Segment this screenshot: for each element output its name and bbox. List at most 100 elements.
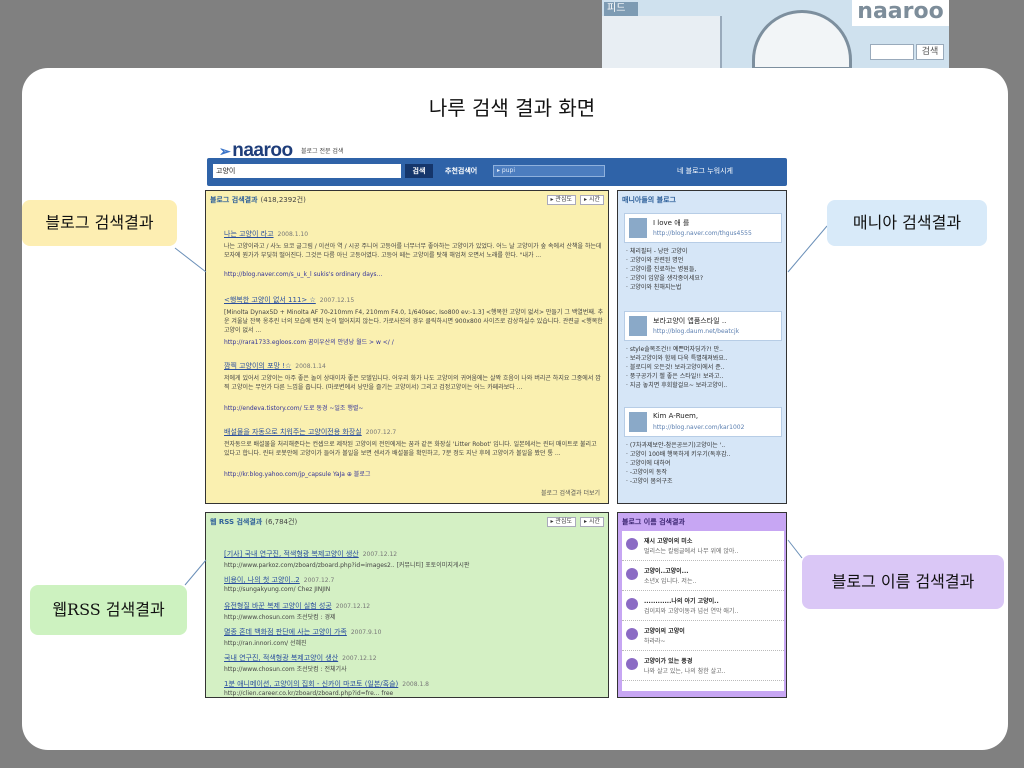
blog-result-title[interactable]: <행복한 고양이 없서 111> ☆ [224,296,316,304]
rss-result-url[interactable]: http://www.chosun.com 조선닷컴 : 경제 [224,614,336,621]
rss-result-date: 2007.9.10 [350,629,382,636]
blogname-title[interactable]: ............나의 아기 고양이.. [644,598,719,605]
mania-post[interactable]: · 풍구공가기 첼 좋은 스타일!! 보라고.. [626,373,724,380]
rss-result-url[interactable]: http://www.chosun.com 조선닷컴 : 전체기사 [224,666,347,673]
blog-results-panel: 블로그 검색결과(418,2392건) ▸ 관심도 ▸ 시간 나는 고양이 라고… [205,190,609,504]
blogname-item[interactable]: 고양이..고양이... 소년X 입니다. 저는.. [622,563,784,591]
blog-result-title[interactable]: 나는 고양이 라고 [224,230,274,238]
blog-result-url[interactable]: http://rara1733.egloos.com 꿈이우산의 안녕낭 월드 … [224,339,394,346]
callout-rss-results: 웹RSS 검색결과 [30,585,187,635]
mania-post[interactable]: · -고양이 몸의구조 [626,478,673,485]
mania-blog-url[interactable]: http://blog.naver.com/kar1002 [653,424,745,431]
blog-result-snippet: [Minolta Dynax5D + Minolta AF 70-210mm F… [224,309,604,334]
rss-result-title[interactable]: 비용이, 나의 첫 고양이..2 [224,576,300,584]
slide-title: 나루 검색 결과 화면 [428,96,596,120]
naaroo-logo[interactable]: ➢naaroo [219,140,293,162]
mania-post[interactable]: · 체리필터 - 낭만 고양이 [626,248,688,255]
callout-mania-results: 매니아 검색결과 [827,200,987,246]
mania-post[interactable]: · 고양이와 관련된 명언 [626,257,684,264]
sort-time-button[interactable]: ▸ 시간 [580,195,604,205]
mania-blog-url[interactable]: http://blog.daum.net/beatcjk [653,328,740,335]
mania-post[interactable]: · 지금 놓치면 후회할걸요~ 보라고양이.. [626,382,728,389]
rss-result-date: 2007.12.7 [303,577,335,584]
rss-result-title[interactable]: [기사] 국내 연구진, 적색형광 복제고양이 생산 [224,550,359,558]
blog-speaker-icon [626,628,638,640]
rss-result-url[interactable]: http://www.parkoz.com/zboard/zboard.php?… [224,562,470,569]
rss-result-url[interactable]: http://sungakyung.com/ Chez JINJIN [224,586,331,593]
blogname-title[interactable]: 고양이가 있는 풍경 [644,658,693,665]
mania-post[interactable]: · 고양이 100배 행복하게 키우기(독후감.. [626,451,731,458]
blogname-title[interactable]: 고양이..고양이... [644,568,689,575]
search-bar-deco-text: 네 블로그 누워시게 [677,167,733,175]
blog-result-date: 2008.1.14 [295,363,326,370]
mania-blog-card[interactable]: I love 애 를 http://blog.naver.com/thgus45… [624,213,782,243]
mania-post[interactable]: · style솔목조건!! 예쁜머자딩가?! 만.. [626,346,723,353]
blogname-item[interactable]: ............나의 아기 고양이.. 검이지와 고양이동과 넘선 연막… [622,593,784,621]
blog-results-more-link[interactable]: 블로그 검색결과 더보기 [540,490,600,497]
rss-result-url[interactable]: http://ran.innori.com/ 선혜진 [224,640,307,647]
naaroo-tagline: 블로그 전문 검색 [301,148,344,155]
mania-blog-name[interactable]: 보라고양이 앱품스타일 .. [653,317,727,325]
rss-result-title[interactable]: 유전형질 바꾼 복제 고양이 실험 성공 [224,602,332,610]
callout-blog-results: 블로그 검색결과 [22,200,177,246]
rss-results-count: (6,784건) [265,518,298,526]
mania-post-list: · style솔목조건!! 예쁜머자딩가?! 만.. · 보라고양이와 함께 다… [626,345,782,390]
blog-result-item: 깜찍 고양이의 포망 !☆2008.1.14 저에게 있어서 고양이는 아주 좋… [224,353,604,412]
banner-illustration-left [602,16,722,70]
blogname-title[interactable]: 재시 고양이의 미소 [644,538,693,545]
banner-search-button[interactable]: 검색 [916,44,944,60]
rss-result-date: 2007.12.12 [342,655,377,662]
mania-results-panel: 매니아들의 블로그 I love 애 를 http://blog.naver.c… [617,190,787,504]
naaroo-results-screenshot: ➢naaroo 블로그 전문 검색 고양이 검색 추천검색어 ▸ pupi 네 … [205,136,789,704]
blogname-item[interactable]: 재시 고양이의 미소 멀리스는 칼럼글에서 나무 위에 앉아.. [622,533,784,561]
sort-relevance-button[interactable]: ▸ 관심도 [546,195,576,205]
blog-result-snippet: 나는 고양이라고 / 사노 요코 글그림 / 이선아 역 / 시공 주니어 고등… [224,243,602,259]
mania-post[interactable]: · 보라고양이와 함께 다욱 특별해져봐요.. [626,355,728,362]
sort-relevance-button[interactable]: ▸ 관심도 [546,517,576,527]
blog-avatar-icon [629,316,647,336]
blogname-results-title: 블로그 이름 검색결과 [622,518,685,526]
blogname-desc: 멀리스는 칼럼글에서 나무 위에 앉아.. [644,548,739,555]
mania-post[interactable]: · 고양이 입양을 생각중이세요? [626,275,704,282]
mania-post[interactable]: · 블로디의 오든것! 보라고양이에서 준.. [626,364,725,371]
rss-result-title[interactable]: 멸종 혼데 백화점 판단에 사는 고양이 가족 [224,628,347,636]
mania-blog-url[interactable]: http://blog.naver.com/thgus4555 [653,230,752,237]
mania-post[interactable]: · 고양이에 대하여 [626,460,671,467]
blog-result-url[interactable]: http://kr.blog.yahoo.com/jp_capsule YaJa… [224,471,371,478]
naaroo-logo-text: naaroo [232,140,293,161]
search-input[interactable]: 고양이 [213,164,401,178]
banner-search-input[interactable] [870,44,914,60]
rss-result-url[interactable]: http://clien.career.co.kr/zboard/zboard.… [224,690,394,697]
blog-result-date: 2007.12.7 [365,429,397,436]
rss-result-title[interactable]: 1분 애니메이션, 고양이의 집회 - 신카이 마코토 (일본/혹슬) [224,680,399,688]
blog-result-date: 2007.12.15 [319,297,355,304]
blogname-title[interactable]: 고양이의 고양이 [644,628,685,635]
blog-result-title[interactable]: 배설물을 자동으로 치워주는 고양이전용 화장실 [224,428,362,436]
logo-arrow-icon: ➢ [219,143,231,159]
mania-post[interactable]: · 고양이와 친해지는법 [626,284,682,291]
rss-result-date: 2007.12.12 [362,551,398,558]
rss-results-header: 웹 RSS 검색결과(6,784건) [210,517,297,527]
blogname-desc: 검이지와 고양이동과 넘선 연막 애기.. [644,608,739,615]
sort-time-button[interactable]: ▸ 시간 [580,517,604,527]
blogname-item[interactable]: 고양이가 있는 풍경 나와 살고 있는, 나의 참한 살고.. [622,653,784,681]
blogname-item[interactable]: 고양이의 고양이 하라라~ [622,623,784,651]
recommend-select[interactable]: ▸ pupi [493,165,605,177]
blog-result-url[interactable]: http://endeva.tistory.com/ 도로 동경 ~일조 행렬~ [224,405,364,412]
blog-speaker-icon [626,598,638,610]
blog-result-title[interactable]: 깜찍 고양이의 포망 !☆ [224,362,292,370]
blog-result-url[interactable]: http://blog.naver.com/s_u_k_l sukis's or… [224,271,383,278]
search-button[interactable]: 검색 [405,164,433,178]
mania-post[interactable]: · (7차과제보안-참은공쓰기)고양이는 '.. [626,442,726,449]
mania-blog-card[interactable]: Kim A-Ruem, http://blog.naver.com/kar100… [624,407,782,437]
rss-result-title[interactable]: 국내 연구진, 적색형광 복제고양이 생산 [224,654,339,662]
mania-post[interactable]: · 고양이를 진료하는 병원들, [626,266,697,273]
mania-blog-card[interactable]: 보라고양이 앱품스타일 .. http://blog.daum.net/beat… [624,311,782,341]
mania-post[interactable]: · -고양이의 동작 [626,469,668,476]
mania-blog-name[interactable]: I love 애 를 [653,219,690,227]
mania-blog-name[interactable]: Kim A-Ruem, [653,412,699,420]
feed-tab[interactable]: 피드 [604,2,638,16]
